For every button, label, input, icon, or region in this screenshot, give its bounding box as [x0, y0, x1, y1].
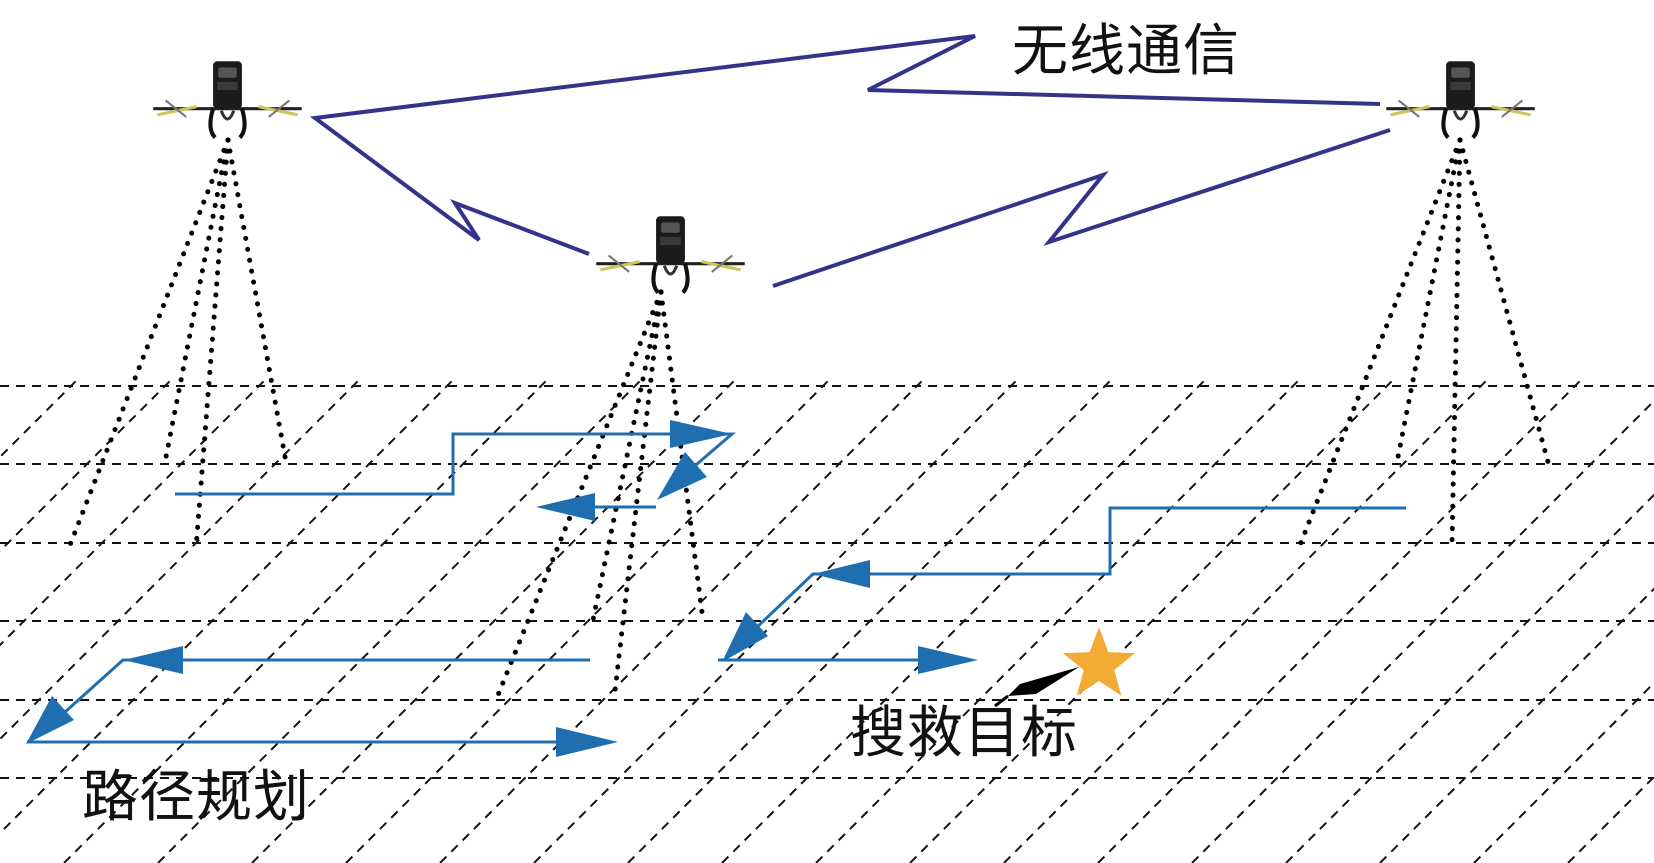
path-segment — [43, 658, 590, 732]
sensor-beam-center — [493, 289, 706, 703]
arrowhead-diagonal — [657, 452, 707, 500]
drone-left-icon — [153, 61, 302, 137]
grid-diagonal-line — [627, 380, 1112, 863]
grid-diagonal-line — [533, 380, 1018, 863]
search-grid — [0, 380, 1654, 863]
grid-diagonal-line — [721, 380, 1206, 863]
arrowhead-right — [670, 420, 732, 448]
grid-diagonal-line — [1567, 775, 1654, 863]
drone-center-icon — [596, 216, 745, 292]
path-planning-label: 路径规划 — [82, 765, 310, 830]
star-icon — [1062, 627, 1136, 696]
drone-right-icon — [1386, 61, 1535, 137]
grid-diagonal-line — [1191, 399, 1654, 863]
target-pointer-line — [994, 694, 1009, 708]
path-segment — [175, 432, 737, 496]
arrowhead-right — [556, 727, 618, 757]
sensor-beam-right — [1297, 137, 1551, 548]
grid-diagonal-line — [439, 380, 924, 863]
arrowhead-right — [918, 646, 978, 674]
wireless-communication-label: 无线通信 — [1012, 19, 1240, 84]
wireless-link-line — [772, 128, 1391, 288]
grid-diagonal-line — [1097, 380, 1582, 863]
path-planning — [27, 432, 1406, 744]
grid-diagonal-line — [1473, 681, 1654, 863]
arrowhead-left — [123, 646, 183, 674]
path-arrowheads — [26, 420, 978, 757]
grid-diagonal-line — [345, 380, 830, 863]
arrowhead-diagonal — [722, 612, 768, 662]
sensor-beam-left — [67, 137, 289, 551]
target-pointer-arrow — [1008, 667, 1079, 696]
grid-diagonal-line — [815, 380, 1300, 863]
grid-diagonal-line — [0, 380, 360, 741]
grid-diagonal-line — [1285, 493, 1654, 863]
path-segment — [753, 506, 1406, 631]
grid-diagonal-line — [157, 380, 642, 863]
search-rescue-target-label: 搜救目标 — [850, 701, 1078, 766]
grid-diagonal-line — [0, 380, 454, 835]
sensor-beams — [67, 137, 1551, 703]
grid-diagonal-line — [909, 380, 1394, 863]
grid-diagonal-line — [1003, 380, 1488, 863]
arrowhead-left — [536, 493, 595, 521]
grid-diagonal-line — [1379, 587, 1654, 863]
grid-diagonal-line — [251, 380, 736, 863]
grid-diagonal-line — [63, 380, 548, 863]
grid-diagonal-line — [0, 380, 266, 647]
arrowhead-diagonal — [26, 696, 74, 744]
arrowhead-left — [813, 560, 870, 588]
wireless-link-line — [309, 34, 1381, 256]
